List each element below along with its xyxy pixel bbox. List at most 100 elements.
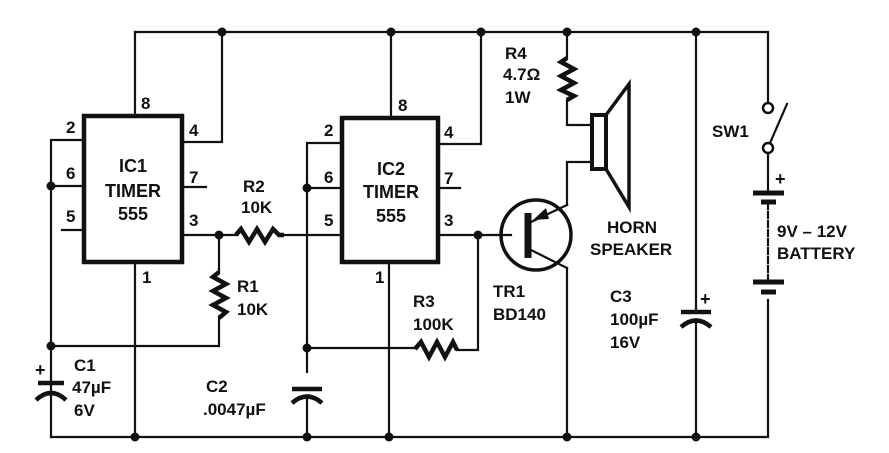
junction: [302, 343, 312, 353]
r2-zigzag: [234, 224, 284, 247]
junction: [302, 183, 312, 193]
ic1-pin-7: 7: [189, 168, 198, 187]
c3-rating: 16V: [610, 333, 641, 352]
ic1-pin-5: 5: [66, 207, 75, 226]
ic1-pin-1: 1: [142, 268, 151, 287]
junction: [217, 27, 227, 37]
wire-ground-rail: [49, 298, 770, 439]
wire-ic2-pin4: [436, 30, 483, 146]
r2-name: R2: [243, 177, 265, 196]
r3-value: 100K: [413, 315, 454, 334]
r4-rating: 1W: [505, 88, 531, 107]
r4-name: R4: [505, 44, 527, 63]
switch-sw1[interactable]: SW1: [712, 101, 789, 155]
ic1-body: [81, 113, 185, 265]
resistor-r2: R2 10K: [234, 177, 284, 247]
ic2-label: IC2: [377, 159, 405, 179]
junction: [214, 230, 224, 240]
battery-label: BATTERY: [777, 244, 856, 263]
junction: [691, 432, 701, 442]
resistor-r1: R1 10K: [208, 270, 269, 320]
wire-ic2-pin2: [305, 141, 344, 374]
r1-value: 10K: [237, 300, 269, 319]
battery-voltage: 9V – 12V: [777, 222, 848, 241]
capacitor-c3: + C3 100µF 16V: [610, 287, 713, 352]
ic1-pin-4: 4: [189, 121, 199, 140]
junction: [386, 27, 396, 37]
tr1-name: TR1: [493, 282, 525, 301]
resistor-r3: R3 100K: [413, 292, 460, 362]
c1-plus: +: [35, 360, 46, 380]
junction: [476, 27, 486, 37]
c3-plus: +: [700, 289, 711, 309]
sw1-lever: [768, 102, 789, 145]
junctions: [46, 27, 701, 442]
ic1-pin-8: 8: [141, 94, 150, 113]
wires: [49, 30, 770, 439]
c3-value: 100µF: [610, 310, 659, 329]
ic1-timer-555: IC1 TIMER 555 2 6 5 8 4 7 3 1: [66, 94, 199, 287]
junction: [691, 27, 701, 37]
tr1-part: BD140: [493, 305, 546, 324]
ic2-pin-6: 6: [324, 168, 333, 187]
c1-plate-bottom: [34, 390, 68, 402]
ic2-pin-2: 2: [324, 121, 333, 140]
tr1-collector-line: [529, 248, 569, 270]
c2-value: .0047µF: [203, 400, 266, 419]
ic2-pin-1: 1: [375, 268, 384, 287]
r2-value: 10K: [241, 198, 273, 217]
r1-zigzag: [208, 270, 231, 320]
r3-zigzag: [413, 337, 460, 362]
junction: [46, 341, 56, 351]
sw1-contact-bottom: [761, 141, 775, 155]
junction: [384, 432, 394, 442]
tr1-emitter-arrow: [533, 208, 549, 220]
battery: + 9V – 12V BATTERY: [753, 169, 856, 295]
c3-plate-bottom: [679, 318, 713, 329]
ic2-pin-4: 4: [444, 123, 454, 142]
wire-ic1-pin2: [49, 138, 84, 439]
ic2-pin-5: 5: [324, 211, 333, 230]
ic2-timer-555: IC2 TIMER 555 2 6 5 8 4 7 3 1: [324, 96, 454, 287]
junction: [302, 432, 312, 442]
c1-name: C1: [74, 356, 96, 375]
ic2-pin-7: 7: [444, 169, 453, 188]
wire-r3-right: [455, 233, 480, 352]
capacitor-c2: C2 .0047µF: [203, 377, 324, 419]
r4-zigzag: [555, 56, 579, 102]
r1-name: R1: [237, 277, 259, 296]
wire-ic1-pin4: [180, 30, 224, 144]
sw1-contact-top: [761, 101, 775, 115]
r4-value: 4.7Ω: [503, 65, 540, 84]
speaker-label-line1: HORN: [607, 218, 657, 237]
sw1-name: SW1: [712, 122, 749, 141]
ic1-pin-2: 2: [66, 118, 75, 137]
junction: [562, 27, 572, 37]
c1-value: 47µF: [72, 378, 111, 397]
c1-rating: 6V: [74, 401, 95, 420]
ic2-body: [339, 115, 441, 265]
wire-r4-speaker: [565, 98, 594, 127]
resistor-r4: R4 4.7Ω 1W: [503, 44, 579, 107]
speaker-cone: [604, 78, 631, 214]
capacitor-c1: + C1 47µF 6V: [34, 356, 111, 420]
junction: [562, 432, 572, 442]
junction: [46, 181, 56, 191]
wire-top-rail: [133, 30, 770, 40]
ic1-pin-3: 3: [189, 211, 198, 230]
ic1-model: 555: [118, 204, 148, 224]
c2-plate-bottom: [290, 394, 324, 405]
ic2-pin-8: 8: [398, 96, 407, 115]
ic1-label: IC1: [119, 156, 147, 176]
r3-name: R3: [413, 292, 435, 311]
speaker-magnet: [590, 113, 608, 171]
ic1-type: TIMER: [105, 181, 161, 201]
c3-name: C3: [610, 287, 632, 306]
ic2-pin-3: 3: [444, 211, 453, 230]
junction: [473, 230, 483, 240]
ic2-type: TIMER: [363, 182, 419, 202]
tr1-envelope: [499, 198, 573, 272]
c2-name: C2: [206, 377, 228, 396]
ic2-model: 555: [376, 206, 406, 226]
ic1-pin-6: 6: [66, 164, 75, 183]
